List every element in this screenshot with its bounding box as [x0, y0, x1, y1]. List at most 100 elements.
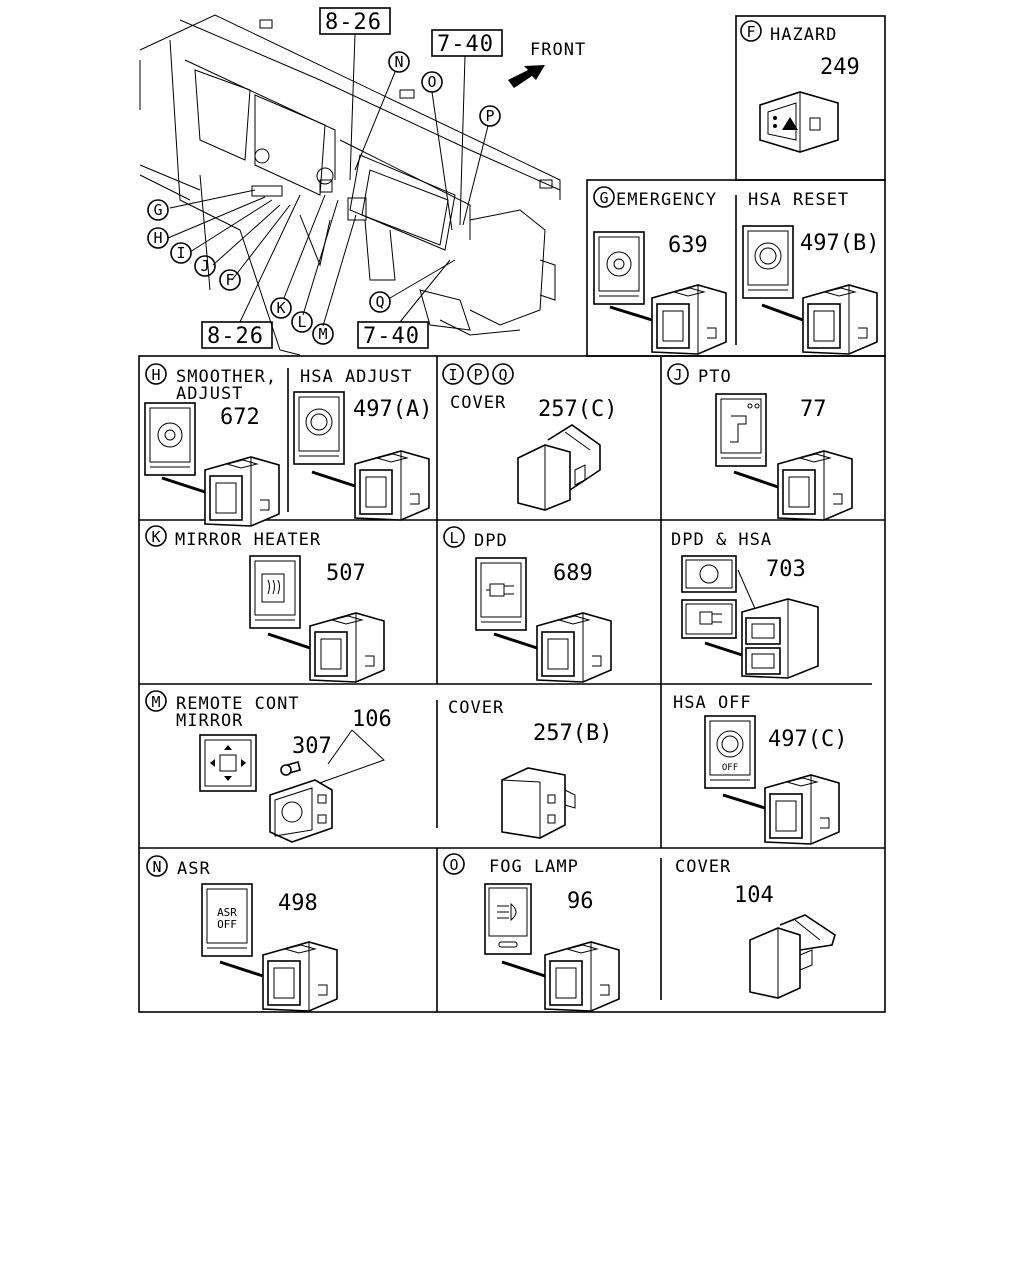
panel-dpd: L DPD 689: [443, 526, 612, 683]
hsa-reset-part-number: 497(B): [800, 231, 879, 256]
panel-dpd-hsa: DPD & HSA 703: [671, 530, 819, 679]
emergency-switch-face-icon: [593, 231, 645, 305]
callout-n: N: [394, 53, 403, 71]
fog-lamp-switch-icon: [544, 941, 620, 1012]
cover-257c-icon: [517, 424, 601, 511]
cover-b-part-number: 257(B): [533, 721, 612, 746]
fog-lamp-part-number: 96: [567, 889, 594, 914]
asr-switch-text-line2: OFF: [217, 918, 237, 931]
cover-ipq-letter-i: I: [448, 366, 457, 384]
dpd-hsa-title: DPD & HSA: [671, 530, 772, 550]
asr-part-number: 498: [278, 891, 318, 916]
hsa-reset-title: HSA RESET: [748, 190, 849, 210]
panel-pto: J PTO 77: [667, 363, 853, 521]
cover-ipq-title: COVER: [450, 393, 506, 413]
cover-104-part-number: 104: [734, 883, 774, 908]
cover-104-icon: [749, 914, 836, 999]
panel-fog-lamp: O FOG LAMP 96: [443, 853, 620, 1012]
mirror-heater-switch-icon: [309, 612, 385, 683]
mirror-heater-switch-face-icon: [249, 555, 301, 629]
hsa-off-switch-text: OFF: [722, 763, 738, 773]
mirror-switch-icon: [269, 779, 333, 843]
dpd-letter: L: [449, 529, 458, 547]
panel-cover-257b: COVER 257(B): [448, 698, 612, 839]
emergency-letter: G: [599, 189, 608, 207]
cover-b-title: COVER: [448, 698, 504, 718]
pto-switch-icon: [777, 450, 853, 521]
dpd-switch-face-icon: [475, 557, 527, 631]
mirror-screw-icon: [280, 761, 301, 776]
mirror-heater-letter: K: [151, 528, 160, 546]
hsa-off-switch-icon: [764, 774, 840, 845]
panel-hazard: F HAZARD 249: [740, 20, 860, 153]
remote-mirror-part-screw: 307: [292, 734, 332, 759]
remote-mirror-title-line1: REMOTE CONT: [176, 694, 300, 714]
panel-remote-cont-mirror: M REMOTE CONT MIRROR 106 307: [145, 690, 392, 843]
callout-i: I: [176, 244, 185, 262]
dpd-switch-icon: [536, 612, 612, 683]
emergency-part-number: 639: [668, 233, 708, 258]
panel-hsa-adjust: HSA ADJUST 497(A): [293, 367, 432, 521]
fog-lamp-letter: O: [449, 856, 458, 874]
ref-8-26-top: 8-26: [325, 10, 382, 35]
hazard-letter: F: [746, 23, 755, 41]
dashboard-overview: FRONT 8-26 7-40 8-26 7-40: [139, 7, 586, 356]
remote-mirror-part-assembly: 106: [352, 707, 392, 732]
front-label: FRONT: [530, 40, 586, 60]
hsa-off-switch-face-icon: OFF: [704, 715, 756, 789]
cover-ipq-letter-q: Q: [498, 366, 507, 384]
callout-k: K: [276, 299, 285, 317]
emergency-title: EMERGENCY: [616, 190, 717, 210]
remote-mirror-title-line2: MIRROR: [176, 711, 243, 731]
panel-cover-104: COVER 104: [675, 857, 836, 999]
hazard-switch-icon: [759, 91, 839, 153]
mirror-switch-face-icon: [199, 734, 257, 792]
pto-title: PTO: [698, 367, 732, 387]
callout-o: O: [427, 73, 436, 91]
callout-f: F: [225, 271, 234, 289]
callout-m: M: [318, 325, 327, 343]
smoother-title-line1: SMOOTHER,: [176, 367, 277, 387]
panel-mirror-heater: K MIRROR HEATER 507: [145, 525, 385, 683]
fog-lamp-title: FOG LAMP: [489, 857, 579, 877]
pto-switch-face-icon: [715, 393, 767, 467]
dpd-hsa-switch-face-icon: [681, 555, 737, 639]
cover-257b-icon: [501, 767, 576, 839]
cover-104-title: COVER: [675, 857, 731, 877]
hsa-adjust-title: HSA ADJUST: [300, 367, 412, 387]
panel-emergency: G EMERGENCY 639: [593, 186, 727, 355]
callout-g: G: [153, 201, 162, 219]
smoother-switch-icon: [204, 456, 280, 527]
callout-j: J: [200, 257, 209, 275]
mirror-heater-part-number: 507: [326, 561, 366, 586]
smoother-part-number: 672: [220, 405, 260, 430]
hsa-reset-switch-icon: [802, 284, 878, 355]
dpd-hsa-switch-icon: [741, 598, 819, 679]
callout-h: H: [153, 229, 162, 247]
remote-mirror-letter: M: [151, 693, 160, 711]
panel-smoother-adjust: H SMOOTHER, ADJUST 672: [144, 363, 280, 527]
dpd-hsa-part-number: 703: [766, 557, 806, 582]
hsa-adjust-switch-icon: [354, 450, 430, 521]
cover-ipq-letter-p: P: [473, 366, 482, 384]
hazard-part-number: 249: [820, 55, 860, 80]
panel-asr: N ASR 498 ASR OFF: [146, 855, 338, 1012]
asr-switch-text-line1: ASR: [217, 906, 237, 919]
fog-lamp-switch-face-icon: [484, 883, 532, 955]
smoother-switch-face-icon: [144, 402, 196, 476]
callout-l: L: [297, 313, 306, 331]
hsa-adjust-switch-face-icon: [293, 391, 345, 465]
panel-hsa-off: HSA OFF 497(C) OFF: [673, 693, 847, 845]
front-arrow-icon: [508, 65, 545, 88]
cover-ipq-part-number: 257(C): [538, 397, 617, 422]
smoother-title-line2: ADJUST: [176, 384, 243, 404]
pto-part-number: 77: [800, 397, 827, 422]
smoother-letter: H: [151, 366, 160, 384]
ref-7-40-top: 7-40: [437, 32, 494, 57]
hsa-off-title: HSA OFF: [673, 693, 752, 713]
emergency-switch-icon: [651, 284, 727, 355]
pto-letter: J: [673, 366, 682, 384]
panel-hsa-reset: HSA RESET 497(B): [742, 190, 879, 355]
mirror-heater-title: MIRROR HEATER: [175, 530, 321, 550]
asr-letter: N: [152, 858, 161, 876]
